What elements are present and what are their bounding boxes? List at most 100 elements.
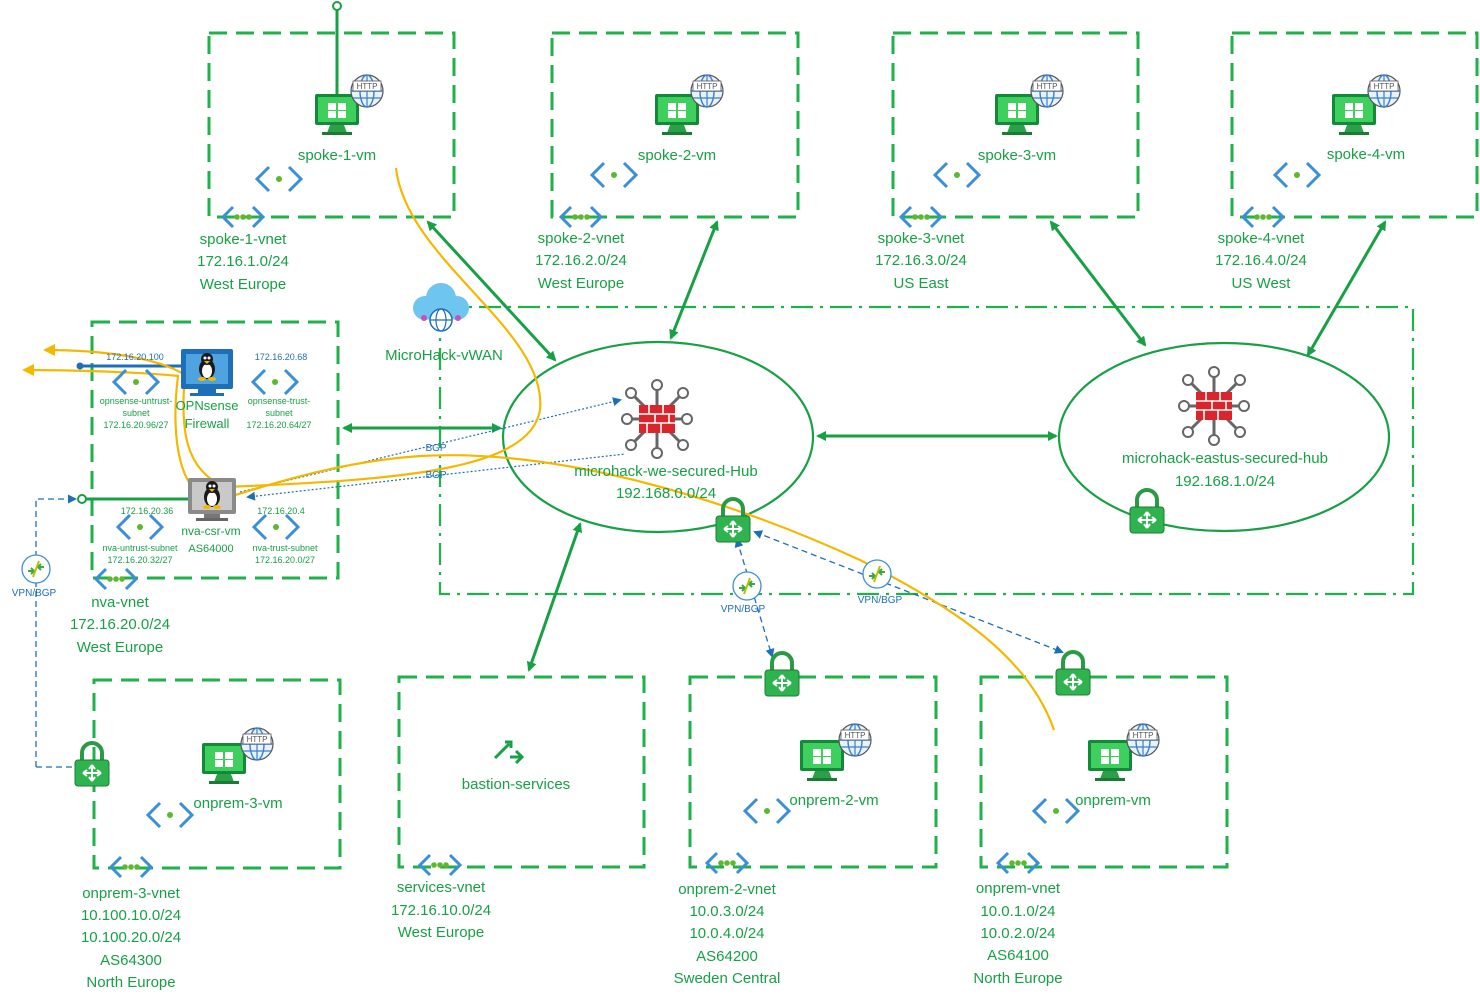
we-hub-name: microhack-we-secured-Hub	[574, 463, 757, 480]
spoke-2-http-icon	[690, 74, 724, 108]
vpn-mid-link-icon	[732, 571, 762, 601]
bgp-link-2	[246, 453, 626, 501]
spoke-2-region: West Europe	[538, 275, 624, 292]
bgp-label-1: BGP	[425, 443, 446, 454]
onprem-vm-icon	[1088, 740, 1132, 781]
spoke-2-vm-icon	[655, 94, 699, 135]
onprem-vnet-label: onprem-vnet	[976, 880, 1061, 897]
nva-trust-subnet-l2: 172.16.20.0/27	[255, 555, 315, 565]
nva-vnet-region: West Europe	[77, 639, 163, 656]
spoke-4-region: US West	[1232, 275, 1292, 292]
csr-trust-ip: 172.16.20.4	[257, 506, 305, 516]
spoke-2-vm-label: spoke-2-vm	[638, 147, 716, 164]
vpn-mid-label: VPN/BGP	[721, 604, 766, 615]
we-hub-cidr: 192.168.0.0/24	[616, 485, 716, 502]
public-ip-dot	[332, 1, 342, 11]
spoke-4-vm-label: spoke-4-vm	[1327, 146, 1405, 163]
onprem-http-icon	[1126, 723, 1160, 757]
spoke-1-region: West Europe	[200, 276, 286, 293]
csr-asn: AS64000	[188, 543, 233, 555]
onprem-3-vm-icon	[202, 743, 246, 784]
csr-vm-label: nva-csr-vm	[181, 524, 240, 538]
bastion-icon	[493, 740, 525, 765]
bastion-label: bastion-services	[462, 776, 570, 793]
nva-untrust-subnet-icon	[116, 513, 164, 541]
onprem-3-subnet-icon	[146, 801, 194, 829]
vpn-right-link	[753, 530, 1064, 654]
opnsense-untrust-ip: 172.16.20.100	[106, 352, 164, 362]
flow-onprem-internet	[22, 364, 1056, 731]
spoke-1-http-icon	[350, 74, 384, 108]
bgp-label-2: BGP	[425, 470, 446, 481]
onprem-cidr-2: 10.0.2.0/24	[980, 925, 1055, 942]
opnsense-untrust-subnet-l2: subnet	[122, 408, 150, 418]
onprem-3-cidr-1: 10.100.10.0/24	[81, 907, 181, 924]
spoke-3-vm-icon	[995, 94, 1039, 135]
onprem-3-asn: AS64300	[100, 952, 162, 969]
onprem-3-vnet-label: onprem-3-vnet	[82, 885, 180, 902]
link-spoke1-hub	[426, 220, 557, 362]
spoke-4-http-icon	[1367, 74, 1401, 108]
onprem-2-subnet-icon	[743, 797, 791, 825]
spoke-3-vnet-box	[891, 31, 1140, 219]
services-vnet-icon	[418, 853, 462, 877]
nva-trust-subnet-l1: nva-trust-subnet	[252, 543, 318, 553]
spoke-4-vnet-box	[1230, 31, 1479, 219]
spoke-3-cidr: 172.16.3.0/24	[875, 252, 967, 269]
vpn-left-link	[35, 494, 77, 767]
opnsense-label-1: OPNsense	[176, 398, 239, 413]
spoke-3-region: US East	[893, 275, 949, 292]
spoke-1-vm-label: spoke-1-vm	[298, 147, 376, 164]
nva-vnet-box	[90, 320, 340, 580]
flow-spoke1-internet	[43, 167, 542, 489]
spoke-3-vm-label: spoke-3-vm	[978, 147, 1056, 164]
spoke-3-subnet-icon	[933, 161, 981, 189]
onprem-2-vnet-box	[688, 675, 938, 869]
eastus-hub-ellipse	[1057, 341, 1391, 533]
spoke-1-subnet-icon	[255, 165, 303, 193]
vpn-left-label: VPN/BGP	[12, 588, 57, 599]
eastus-hub-firewall-icon	[1177, 365, 1251, 447]
opnsense-untrust-subnet-l1: opnsense-untrust-	[100, 396, 173, 406]
opnsense-label-2: Firewall	[185, 416, 230, 431]
opnsense-trust-subnet-icon	[251, 368, 299, 396]
onprem-3-region: North Europe	[86, 974, 175, 991]
vwan-label: MicroHack-vWAN	[385, 347, 503, 364]
eastus-hub-name: microhack-eastus-secured-hub	[1122, 450, 1328, 467]
onprem-2-cidr-2: 10.0.4.0/24	[689, 925, 764, 942]
onprem-3-vm-label: onprem-3-vm	[193, 795, 282, 812]
spoke-2-subnet-icon	[590, 161, 638, 189]
onprem-2-vnet-icon	[705, 851, 749, 875]
onprem-2-asn: AS64200	[696, 948, 758, 965]
onprem-3-cidr-2: 10.100.20.0/24	[81, 929, 181, 946]
spoke-2-vnet-box	[550, 31, 800, 219]
services-vnet-cidr: 172.16.10.0/24	[391, 902, 491, 919]
services-vnet-region: West Europe	[398, 924, 484, 941]
csr-untrust-dot	[77, 494, 87, 504]
vwan-cloud-icon	[413, 283, 469, 332]
opnsense-untrust-dot	[76, 362, 84, 370]
onprem-2-vm-icon	[800, 740, 844, 781]
opnsense-trust-subnet-l1: opnsense-trust-	[248, 396, 311, 406]
onprem-2-cidr-1: 10.0.3.0/24	[689, 903, 764, 920]
onprem-vnet-icon	[996, 851, 1040, 875]
onprem-2-vnet-label: onprem-2-vnet	[678, 881, 776, 898]
opnsense-trust-subnet-l2: subnet	[265, 408, 293, 418]
link-spoke4-hub	[1306, 220, 1387, 357]
onprem-vnet-box	[979, 675, 1229, 869]
nva-untrust-subnet-l1: nva-untrust-subnet	[102, 543, 178, 553]
vpn-right-label: VPN/BGP	[858, 595, 903, 606]
onprem-subnet-icon	[1032, 797, 1080, 825]
opnsense-trust-subnet-l3: 172.16.20.64/27	[246, 420, 311, 430]
onprem-2-region: Sweden Central	[674, 970, 781, 987]
onprem-2-vpn-gateway-icon	[763, 651, 801, 698]
spoke-2-vnet-label: spoke-2-vnet	[538, 230, 626, 247]
onprem-3-vpn-gateway-icon	[73, 741, 111, 788]
onprem-vm-label: onprem-vm	[1075, 792, 1151, 809]
spoke-4-vm-icon	[1332, 94, 1376, 135]
link-services-hub	[526, 522, 583, 672]
vpn-right-link-icon	[862, 559, 892, 589]
opnsense-untrust-subnet-l3: 172.16.20.96/27	[103, 420, 168, 430]
spoke-1-vnet-label: spoke-1-vnet	[200, 231, 288, 248]
onprem-3-http-icon	[240, 727, 274, 761]
